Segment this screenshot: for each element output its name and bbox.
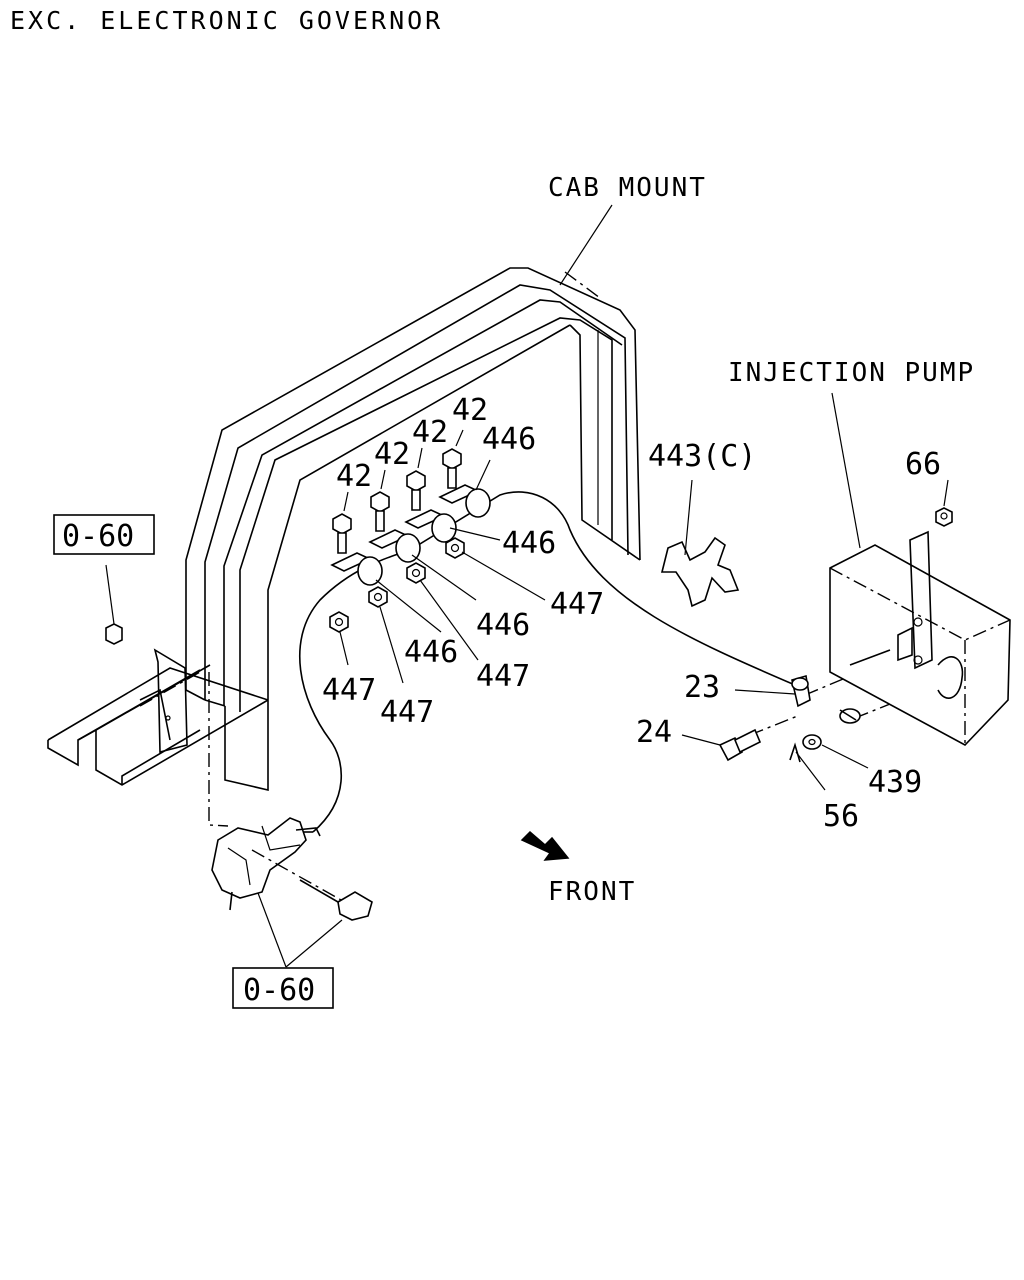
frame-rail (47, 648, 269, 786)
part-label-446: 446 (502, 526, 556, 561)
bolts-42 (332, 448, 462, 554)
governor-lever-assembly (211, 817, 321, 911)
ref-label-left: 0-60 (62, 519, 134, 554)
diagram-title: EXC. ELECTRONIC GOVERNOR (10, 6, 443, 35)
part-label-446: 446 (404, 635, 458, 670)
washer-439 (802, 734, 822, 750)
part-label-446: 446 (482, 422, 536, 457)
cotter-pin-56 (789, 742, 801, 763)
part-label-23: 23 (684, 670, 720, 705)
cab-mount-label: CAB MOUNT (548, 173, 707, 203)
bracket-23 (791, 674, 811, 708)
injection-pump-label: INJECTION PUMP (728, 358, 975, 388)
part-label-447: 447 (550, 587, 604, 622)
ref-box-bottom (232, 967, 334, 1009)
cab-mount-frame (185, 267, 641, 792)
nut-66 (935, 507, 953, 527)
part-label-447: 447 (476, 659, 530, 694)
clip-443c (660, 536, 740, 608)
ref-box-left (53, 514, 155, 555)
injection-pump-block (829, 530, 1011, 746)
bolt-24 (718, 728, 762, 762)
part-label-446: 446 (476, 608, 530, 643)
part-label-443c: 443(C) (648, 439, 756, 474)
nut-left-ref (105, 623, 123, 645)
bolt-bottom (299, 879, 373, 921)
part-label-66: 66 (905, 447, 941, 482)
part-label-447: 447 (380, 695, 434, 730)
part-label-439: 439 (868, 765, 922, 800)
part-label-56: 56 (823, 799, 859, 834)
part-label-447: 447 (322, 673, 376, 708)
part-label-42: 42 (336, 459, 372, 494)
leader-lines (105, 204, 949, 968)
part-label-42: 42 (452, 393, 488, 428)
front-arrow-icon (520, 830, 570, 861)
part-label-24: 24 (636, 715, 672, 750)
nuts-447 (329, 537, 465, 633)
ref-label-bottom: 0-60 (243, 973, 315, 1008)
front-label: FRONT (548, 877, 636, 907)
clips-446 (330, 484, 491, 586)
part-label-42: 42 (374, 437, 410, 472)
cable (299, 491, 796, 833)
pin-part (839, 708, 861, 724)
part-label-42: 42 (412, 415, 448, 450)
